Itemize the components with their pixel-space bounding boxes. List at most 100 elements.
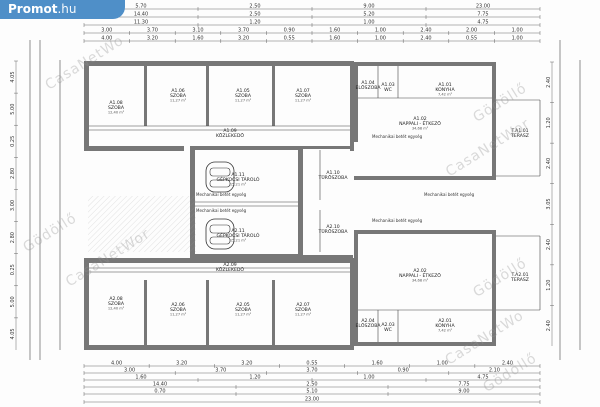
dimension-label: 5.20 xyxy=(363,12,374,18)
room-area: 15,21 m² xyxy=(230,239,247,243)
room-area: 11,27 m² xyxy=(235,313,252,317)
garage-hatch xyxy=(88,196,196,252)
dimension-label: 2.80 xyxy=(10,168,16,179)
dimension-label: 3.70 xyxy=(238,28,249,34)
dimension-label: 1.00 xyxy=(363,20,374,26)
room-name: NAPPALI - ÉTKEZŐ xyxy=(399,119,441,127)
dimension-label: 1.00 xyxy=(512,28,523,34)
wall xyxy=(206,280,209,345)
room-code: A1.01 xyxy=(438,82,451,88)
wall xyxy=(303,255,353,258)
dimension-label: 4.05 xyxy=(10,328,16,339)
dimension-label: 1.60 xyxy=(329,36,340,42)
wall xyxy=(84,258,89,350)
dimension-label: 0.55 xyxy=(466,36,477,42)
dimension-label: 3.70 xyxy=(215,368,226,374)
room-area: 11,27 m² xyxy=(170,313,187,317)
dimension-label: 3.00 xyxy=(10,200,16,211)
dimension-label: 3.70 xyxy=(306,368,317,374)
wall xyxy=(190,254,303,258)
dimension-label: 14.40 xyxy=(134,12,148,18)
wall xyxy=(350,258,354,350)
promot-logo[interactable]: Promot.hu xyxy=(0,0,125,19)
room-name: SZOBA xyxy=(295,93,312,99)
wall xyxy=(84,146,184,151)
room-area: 12,40 m² xyxy=(108,111,125,115)
room-name: TERASZ xyxy=(510,133,529,139)
wall xyxy=(298,146,303,258)
room-code: A1.03 xyxy=(381,82,394,88)
room-code: A2.10 xyxy=(326,224,339,230)
room-name: SZOBA xyxy=(295,307,312,313)
dimension-label: 2.40 xyxy=(546,158,552,169)
wall xyxy=(84,345,352,350)
room-area: 11,27 m² xyxy=(170,99,187,103)
dimension-label: 3.20 xyxy=(238,36,249,42)
room-code: A2.01 xyxy=(438,318,451,324)
room-code: A1.06 xyxy=(171,88,184,94)
room-name: KONYHA xyxy=(435,87,455,93)
car-icon xyxy=(205,161,235,193)
wall-note: Mechanikai betét egység xyxy=(372,218,423,223)
room-name: WC xyxy=(384,327,392,333)
room-code: A1.08 xyxy=(109,100,122,106)
dimension-label: 1.60 xyxy=(329,28,340,34)
dimension-label: 0.90 xyxy=(398,368,409,374)
wall xyxy=(354,62,496,66)
room-code: A2.06 xyxy=(171,302,184,308)
dimension-label: 4.00 xyxy=(101,36,112,42)
dimension-label: 1.00 xyxy=(512,36,523,42)
dimension-label: 11.30 xyxy=(134,20,148,26)
dimension-label: 2.40 xyxy=(502,361,513,367)
room-name: TÜRÖSZOBA xyxy=(318,228,349,235)
room-name: GÉPKOCSI TÁROLÓ xyxy=(217,231,260,239)
dimension-label: 23.00 xyxy=(476,4,490,10)
dimension-label: 1.60 xyxy=(135,375,146,381)
dimension-label: 1.00 xyxy=(375,36,386,42)
dimension-label: 9.00 xyxy=(458,389,469,395)
brand-tld: .hu xyxy=(57,2,77,16)
car-icon xyxy=(205,218,235,250)
dimension-label: 4.75 xyxy=(477,375,488,381)
room-name: SZOBA xyxy=(108,105,125,111)
dimension-label: 1.20 xyxy=(249,375,260,381)
wall xyxy=(84,258,352,263)
room-name: ELŐSZOBA xyxy=(355,322,381,329)
wall xyxy=(492,230,496,346)
wall xyxy=(303,146,353,149)
dimension-label: 14.40 xyxy=(153,382,167,388)
dimension-label: 1.00 xyxy=(363,375,374,381)
dimension-label: 1.20 xyxy=(249,20,260,26)
dimension-label: 2.40 xyxy=(546,239,552,250)
dimension-label: 4.75 xyxy=(477,20,488,26)
wall xyxy=(354,342,496,346)
room-area: 15,21 m² xyxy=(230,183,247,187)
room-name: WC xyxy=(384,87,392,93)
room-name: GÉPKOCSI TÁROLÓ xyxy=(217,175,260,183)
wall-note: Mechanikai betét egység xyxy=(424,192,475,197)
room-code: A1.10 xyxy=(326,170,339,176)
dimension-label: 1.60 xyxy=(192,36,203,42)
dimension-label: 1.00 xyxy=(375,28,386,34)
room-code: A1.11 xyxy=(231,172,244,178)
